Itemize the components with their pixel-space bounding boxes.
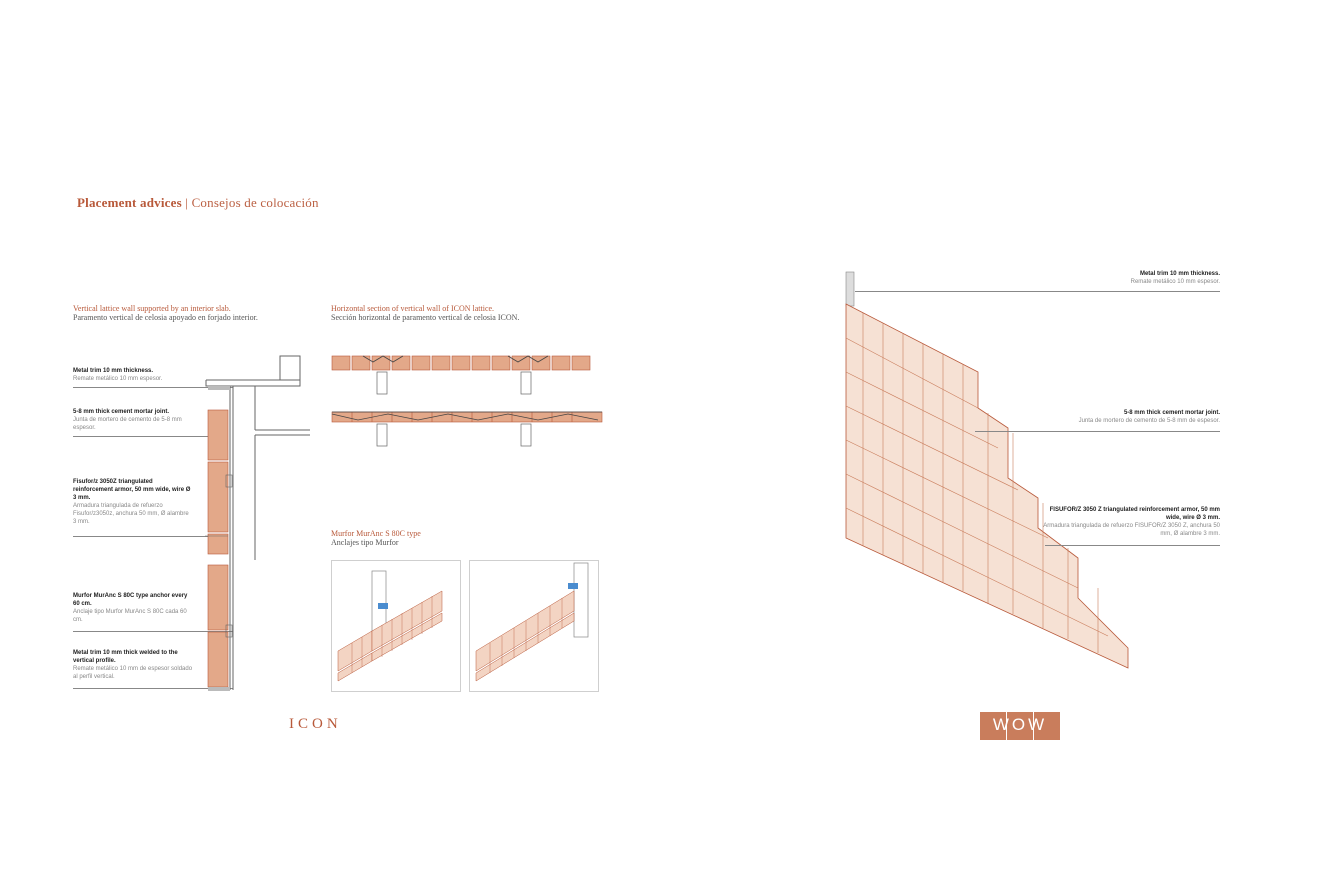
left-note-1-es: Remate metálico 10 mm espesor.	[73, 376, 163, 382]
left-note-4-en: Murfor MurAnc S 80C type anchor every 60…	[73, 593, 188, 607]
left-leader-2	[73, 436, 223, 437]
left-leader-4	[73, 631, 233, 632]
right-note-3-es: Armadura triangulada de refuerzo FISUFOR…	[1043, 523, 1220, 537]
right-leader-2	[975, 431, 1220, 432]
right-note-1: Metal trim 10 mm thickness. Remate metál…	[1040, 270, 1220, 286]
left-note-3-es: Armadura triangulada de refuerzo Fisufor…	[73, 503, 189, 525]
middle-caption-es: Sección horizontal de paramento vertical…	[331, 313, 520, 322]
vertical-section-drawing	[205, 355, 310, 691]
icon-brand-label: ICON	[289, 716, 342, 732]
left-note-2: 5-8 mm thick cement mortar joint. Junta …	[73, 408, 193, 432]
left-note-5-es: Remate metálico 10 mm de espesor soldado…	[73, 666, 193, 680]
left-note-4-es: Anclaje tipo Murfor MurAnc S 80C cada 60…	[73, 609, 187, 623]
middle-caption-en: Horizontal section of vertical wall of I…	[331, 304, 495, 313]
right-note-1-es: Remate metálico 10 mm espesor.	[1130, 279, 1220, 285]
anchor-caption-es: Anclajes tipo Murfor	[331, 538, 399, 547]
left-note-2-es: Junta de mortero de cemento de 5-8 mm es…	[73, 417, 182, 431]
right-note-2: 5-8 mm thick cement mortar joint. Junta …	[1020, 409, 1220, 425]
wow-brand-badge: WOW	[980, 712, 1060, 740]
right-note-2-es: Junta de mortero de cemento de 5-8 mm de…	[1078, 418, 1220, 424]
wow-brand-label: WOW	[992, 715, 1048, 734]
isometric-wall-drawing	[845, 271, 1129, 669]
left-leader-5	[73, 688, 233, 689]
left-note-4: Murfor MurAnc S 80C type anchor every 60…	[73, 592, 193, 624]
right-note-3-en: FISUFOR/Z 3050 Z triangulated reinforcem…	[1049, 507, 1220, 521]
middle-caption: Horizontal section of vertical wall of I…	[331, 304, 519, 322]
heading-separator: |	[185, 195, 189, 210]
right-note-3: FISUFOR/Z 3050 Z triangulated reinforcem…	[1040, 506, 1220, 538]
left-note-2-en: 5-8 mm thick cement mortar joint.	[73, 409, 170, 415]
left-note-3-en: Fisufor/z 3050Z triangulated reinforceme…	[73, 479, 191, 501]
left-leader-3	[73, 536, 223, 537]
left-note-5-en: Metal trim 10 mm thick welded to the ver…	[73, 650, 178, 664]
anchor-caption: Murfor MurAnc S 80C type Anclajes tipo M…	[331, 529, 421, 547]
right-note-1-en: Metal trim 10 mm thickness.	[1139, 271, 1220, 277]
left-note-1: Metal trim 10 mm thickness. Remate metál…	[73, 367, 193, 383]
left-note-5: Metal trim 10 mm thick welded to the ver…	[73, 649, 193, 681]
heading-en: Placement advices	[77, 195, 182, 210]
page-heading: Placement advices | Consejos de colocaci…	[77, 195, 319, 211]
left-leader-1	[73, 387, 233, 388]
anchor-illustration-2	[469, 560, 599, 692]
right-leader-3	[1045, 545, 1220, 546]
anchor-illustration-1	[331, 560, 461, 692]
left-note-3: Fisufor/z 3050Z triangulated reinforceme…	[73, 478, 193, 526]
left-note-1-en: Metal trim 10 mm thickness.	[73, 368, 154, 374]
horizontal-section-drawing	[331, 355, 603, 447]
left-caption-es: Paramento vertical de celosia apoyado en…	[73, 313, 258, 322]
right-leader-1	[855, 291, 1220, 292]
right-note-2-en: 5-8 mm thick cement mortar joint.	[1123, 410, 1220, 416]
left-caption-en: Vertical lattice wall supported by an in…	[73, 304, 231, 313]
anchor-caption-en: Murfor MurAnc S 80C type	[331, 529, 421, 538]
heading-es: Consejos de colocación	[191, 195, 319, 210]
left-caption: Vertical lattice wall supported by an in…	[73, 304, 258, 322]
